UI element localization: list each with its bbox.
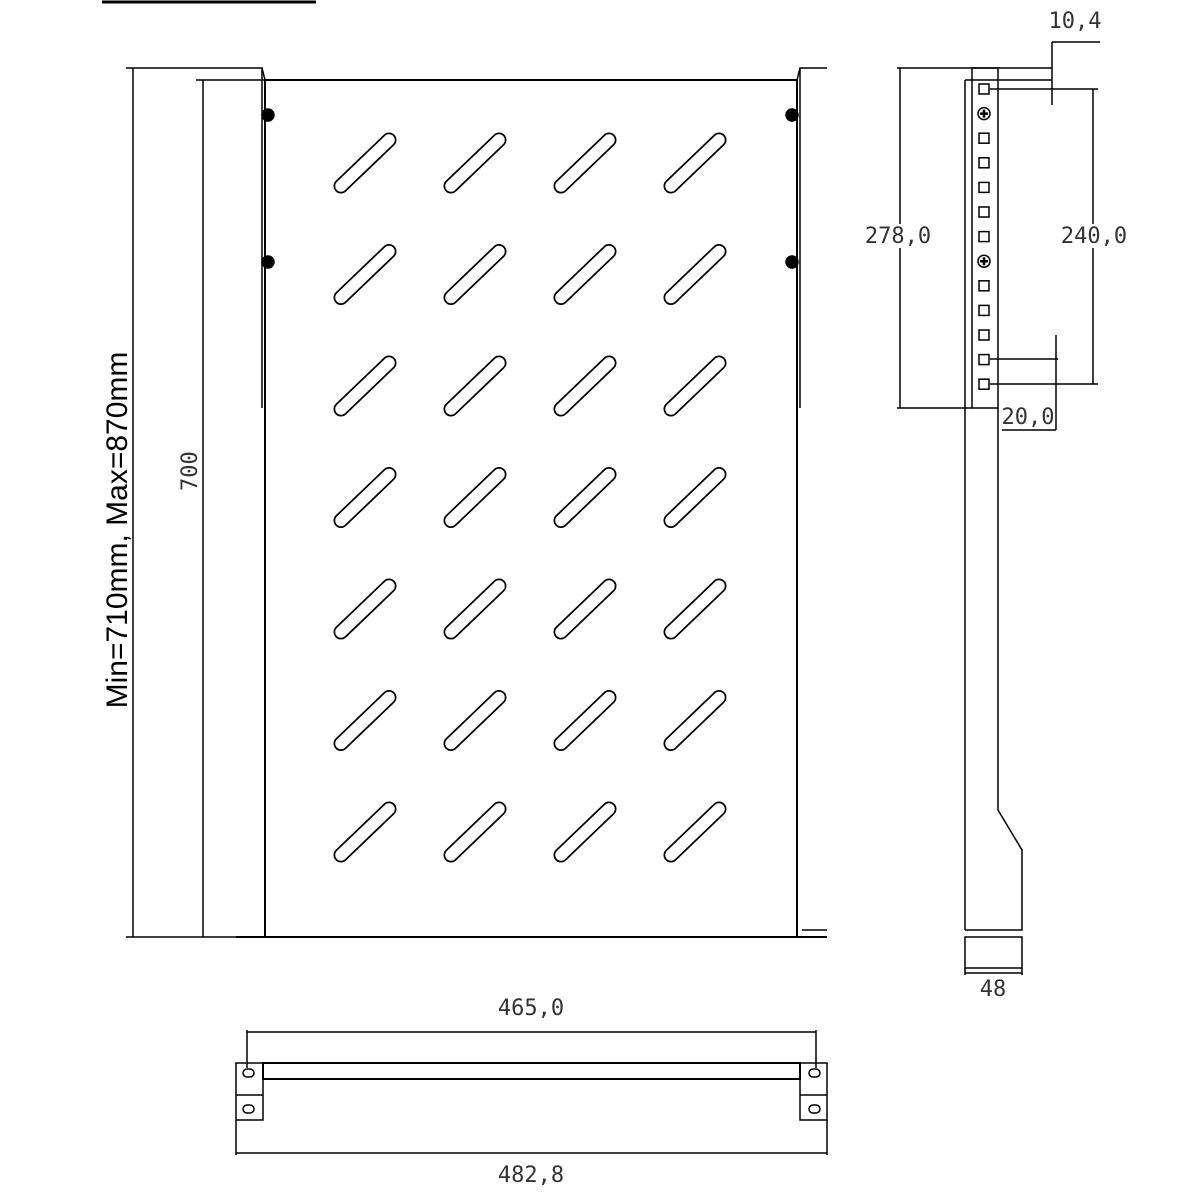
- ventilation-slot: [665, 691, 725, 750]
- square-hole: [978, 132, 990, 144]
- ventilation-slot: [555, 580, 615, 638]
- square-hole: [978, 157, 990, 169]
- inner-width-label: 465,0: [498, 996, 564, 1021]
- side-height-label: 278,0: [865, 224, 931, 249]
- square-hole: [978, 280, 990, 292]
- ventilation-slot: [665, 357, 725, 415]
- ventilation-slot: [445, 357, 505, 415]
- ventilation-slot: [335, 245, 395, 304]
- side-bracket-view: [964, 67, 1023, 969]
- top-offset-label: 10,4: [1049, 9, 1102, 34]
- outer-width-label: 482,8: [498, 1163, 564, 1188]
- square-hole: [978, 329, 990, 341]
- ventilation-slot: [445, 468, 505, 527]
- screw-hole-icon: [977, 254, 991, 268]
- ventilation-slot: [555, 803, 615, 861]
- ventilation-slot: [665, 134, 725, 192]
- side-width-label: 48: [980, 977, 1007, 1002]
- rack-holes: [977, 83, 991, 390]
- depth-range-label: Min=710mm, Max=870mm: [101, 352, 134, 709]
- ventilation-slot: [555, 691, 615, 750]
- ventilation-slot: [335, 803, 395, 861]
- hole-span-label: 240,0: [1061, 224, 1127, 249]
- ventilation-slot: [335, 580, 395, 638]
- square-hole: [978, 206, 990, 218]
- square-hole: [978, 230, 990, 243]
- shelf-top-view: [236, 67, 827, 938]
- shelf-depth-label: 700: [178, 451, 203, 491]
- ventilation-slot: [335, 468, 395, 527]
- ventilation-slot: [555, 468, 615, 527]
- ventilation-slot: [555, 357, 615, 415]
- ventilation-slot: [445, 691, 505, 750]
- depth-dimension: [126, 67, 265, 938]
- ventilation-slot: [445, 245, 505, 304]
- square-hole: [978, 181, 990, 194]
- square-hole: [978, 83, 990, 95]
- screw-hole-icon: [977, 106, 991, 121]
- square-hole: [978, 304, 990, 317]
- ventilation-slot: [335, 357, 395, 415]
- square-hole: [978, 353, 990, 366]
- ventilation-slot: [445, 134, 505, 192]
- ventilation-slot: [555, 245, 615, 304]
- ventilation-slot: [665, 580, 725, 638]
- square-hole: [978, 378, 990, 390]
- ventilation-slot: [555, 134, 615, 192]
- shelf-front-view: [235, 1030, 828, 1155]
- ventilation-slot: [665, 803, 725, 861]
- mount-screws: [261, 108, 799, 269]
- ventilation-slot: [665, 468, 725, 527]
- ventilation-slots: [333, 132, 727, 863]
- ventilation-slot: [665, 245, 725, 304]
- ventilation-slot: [445, 580, 505, 638]
- ventilation-slot: [335, 691, 395, 750]
- ventilation-slot: [335, 134, 395, 192]
- hole-pitch-label: 20,0: [1002, 405, 1055, 430]
- ventilation-slot: [445, 803, 505, 861]
